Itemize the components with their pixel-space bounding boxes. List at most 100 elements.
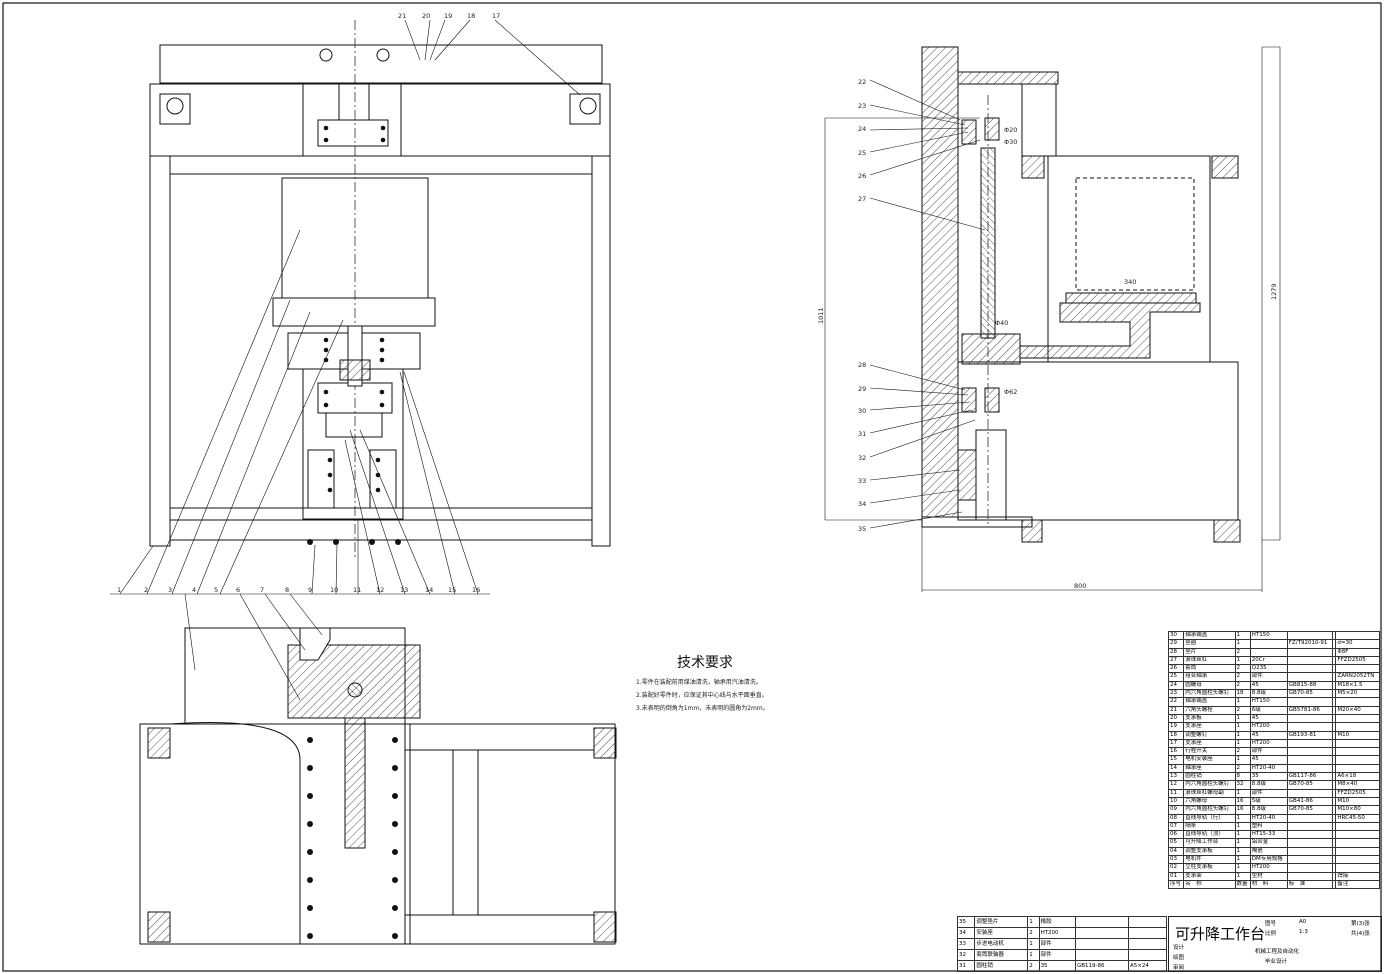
bom-lower-cell: 套筒联轴器 bbox=[974, 949, 1029, 961]
bom-cell: 直线导轨（顶） bbox=[1183, 830, 1236, 840]
bom-cell: 1 bbox=[1234, 630, 1251, 641]
bom-cell: 垫圈 bbox=[1183, 639, 1236, 649]
bom-cell: 垫片 bbox=[1183, 647, 1236, 657]
sheet-total: 共(4)张 bbox=[1351, 931, 1370, 937]
bom-cell: 18 bbox=[1167, 730, 1185, 740]
bom-cell: 2 bbox=[1234, 680, 1251, 691]
bom-lower-cell: 1 bbox=[1027, 938, 1040, 950]
bom-cell: 28 bbox=[1167, 647, 1185, 657]
bom-cell bbox=[1286, 838, 1334, 848]
bom-cell: HT150 bbox=[1249, 630, 1288, 641]
bom-cell: 12 bbox=[1167, 780, 1185, 790]
bom-cell: 29 bbox=[1167, 639, 1185, 649]
bom-cell: GB70-85 bbox=[1286, 805, 1334, 815]
dim-dia3: Φ62 bbox=[1004, 388, 1017, 396]
bom-cell: 部件 bbox=[1249, 747, 1288, 757]
part-label-9: 9 bbox=[308, 586, 312, 594]
bom-cell: HT15-33 bbox=[1249, 830, 1288, 840]
bom-cell: 2 bbox=[1234, 747, 1251, 757]
bom-cell: 14 bbox=[1167, 763, 1185, 774]
school-name: 机械工程及自动化 bbox=[1255, 949, 1300, 955]
bom-cell: 17 bbox=[1167, 738, 1185, 749]
bom-cell: 支承座 bbox=[1183, 722, 1236, 732]
bom-cell: 45 bbox=[1249, 755, 1288, 765]
bom-header-cell: 数量 bbox=[1234, 879, 1251, 890]
bom-header-row: 序号名 称数量材 料标 准备注 bbox=[1167, 879, 1380, 890]
bom-cell: 六角螺母 bbox=[1183, 796, 1236, 807]
bom-cell bbox=[1335, 755, 1380, 765]
bom-lower-cell: 1 bbox=[1027, 949, 1040, 961]
bom-cell: 1 bbox=[1234, 722, 1251, 732]
bom-cell: 5级 bbox=[1249, 796, 1288, 807]
bom-cell: 轴承端盖 bbox=[1183, 697, 1236, 707]
part-label-12: 12 bbox=[376, 586, 384, 594]
side-view bbox=[824, 46, 1281, 592]
bom-cell: 45 bbox=[1249, 713, 1288, 724]
bom-cell: 六角头螺栓 bbox=[1183, 705, 1236, 715]
project-name: 毕业设计 bbox=[1265, 959, 1288, 965]
part-labels-top: 21 20 19 18 17 bbox=[398, 12, 500, 20]
bom-cell: 30 bbox=[1167, 630, 1185, 641]
bom-cell: 8.8级 bbox=[1249, 689, 1288, 699]
dim-1011: 1011 bbox=[817, 307, 825, 324]
bom-lower-cell bbox=[1075, 927, 1129, 939]
bom-cell: 型材 bbox=[1249, 871, 1288, 881]
bom-cell: M5×20 bbox=[1335, 689, 1380, 699]
bom-cell: 1 bbox=[1234, 813, 1251, 823]
bom-lower-cell: 安装座 bbox=[974, 927, 1029, 939]
bom-cell: 可升降工作台 bbox=[1183, 838, 1236, 848]
bom-cell: 支承座 bbox=[1183, 738, 1236, 749]
bom-cell: 滚珠丝杠 bbox=[1183, 655, 1236, 666]
bom-cell bbox=[1249, 647, 1288, 657]
bom-cell bbox=[1286, 655, 1334, 666]
part-label-28: 28 bbox=[858, 361, 866, 369]
bom-lower-cell: HT200 bbox=[1038, 927, 1077, 939]
bom-cell: 塑料 bbox=[1249, 821, 1288, 832]
bom-cell: GB70-85 bbox=[1286, 780, 1334, 790]
bom-cell: 1 bbox=[1234, 639, 1251, 649]
part-label-19: 19 bbox=[444, 12, 452, 20]
part-label-26: 26 bbox=[858, 172, 866, 180]
bom-cell: 1 bbox=[1234, 697, 1251, 707]
bom-cell: GB117-86 bbox=[1286, 772, 1334, 782]
drawn-label: 绘图 bbox=[1173, 955, 1185, 961]
dim-1279: 1279 bbox=[1270, 283, 1278, 300]
bom-lower-cell bbox=[1075, 938, 1129, 950]
bom-cell: GB193-81 bbox=[1286, 730, 1334, 740]
bom-cell bbox=[1335, 697, 1380, 707]
bom-cell: HT20-40 bbox=[1249, 763, 1288, 774]
tech-note-1: 1.零件在装配前用煤油清洗，轴承用汽油清洗。 bbox=[636, 679, 762, 686]
bom-cell: 11 bbox=[1167, 788, 1185, 798]
bom-header-cell: 备注 bbox=[1335, 879, 1380, 890]
bom-cell: 圆螺母 bbox=[1183, 680, 1236, 691]
bom-cell: 内六角圆柱头螺钉 bbox=[1183, 805, 1236, 815]
bom-cell: 套筒 bbox=[1183, 664, 1236, 674]
part-label-16: 16 bbox=[472, 586, 480, 594]
scale-value: 1:3 bbox=[1299, 929, 1308, 935]
bom-cell: 18 bbox=[1234, 689, 1251, 699]
bom-lower-cell: 34 bbox=[956, 927, 976, 939]
part-label-4: 4 bbox=[192, 586, 196, 594]
part-label-18: 18 bbox=[467, 12, 475, 20]
bom-lower-cell: 橡胶 bbox=[1038, 916, 1077, 928]
part-label-30: 30 bbox=[858, 407, 866, 415]
bom-cell: 1 bbox=[1234, 788, 1251, 798]
title-block: 可升降工作台 图号 A0 比例 1:3 第(3)张 共(4)张 设计 绘图 审阅… bbox=[1168, 916, 1382, 972]
bom-cell bbox=[1286, 647, 1334, 657]
